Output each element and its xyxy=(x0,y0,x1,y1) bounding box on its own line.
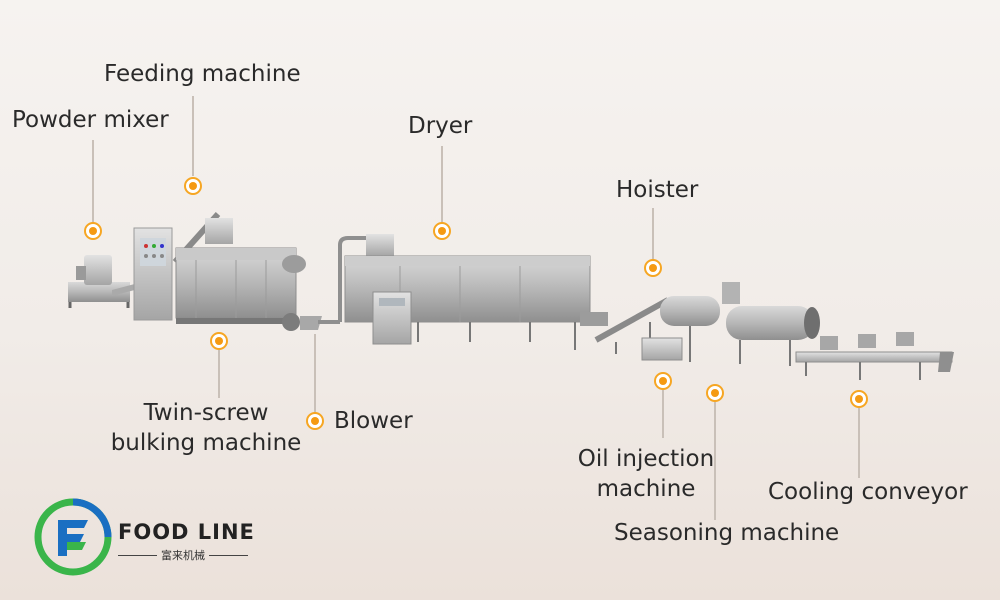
brand-chinese-name: 富来机械 xyxy=(161,549,205,562)
dryer-marker xyxy=(433,222,451,240)
dryer-leader xyxy=(441,146,443,224)
seasoning-marker xyxy=(706,384,724,402)
oil-injection-label-line2: machine xyxy=(596,476,696,502)
cooling-conveyor-marker xyxy=(850,390,868,408)
food-line-logo-icon xyxy=(34,498,112,576)
feeding-machine-marker xyxy=(184,177,202,195)
twin-screw-bulking-unit xyxy=(172,211,306,324)
powder-mixer-marker xyxy=(84,222,102,240)
hoister-marker xyxy=(644,259,662,277)
feeding-machine-label: Feeding machine xyxy=(104,61,301,87)
powder-mixer-leader xyxy=(92,140,94,226)
hoister-label: Hoister xyxy=(616,177,699,203)
blower-marker xyxy=(306,412,324,430)
oil-injection-leader xyxy=(662,390,664,438)
cooling-conveyor-leader xyxy=(858,408,860,478)
blower-machine xyxy=(282,236,366,331)
oil-injection-label-line1: Oil injection xyxy=(577,446,715,472)
cooling-conveyor-machine xyxy=(795,332,954,380)
cooling-conveyor-label: Cooling conveyor xyxy=(768,479,968,505)
blower-leader xyxy=(314,334,316,414)
seasoning-leader xyxy=(714,402,716,520)
dryer-machine xyxy=(344,234,608,350)
hoister-leader xyxy=(652,208,654,260)
dryer-label: Dryer xyxy=(408,113,473,139)
twin-screw-marker xyxy=(210,332,228,350)
powder-mixer-label: Powder mixer xyxy=(12,107,169,133)
seasoning-machine xyxy=(660,282,820,366)
blower-label: Blower xyxy=(334,408,413,434)
oil-injection-machine xyxy=(641,337,683,361)
oil-injection-marker xyxy=(654,372,672,390)
seasoning-machine-label: Seasoning machine xyxy=(614,520,840,546)
twin-screw-label-line2: bulking machine xyxy=(110,430,302,456)
feeding-machine-leader xyxy=(192,96,194,176)
twin-screw-leader xyxy=(218,350,220,398)
twin-screw-label-line1: Twin-screw xyxy=(143,400,269,426)
control-cabinet xyxy=(133,227,173,321)
brand-name: FOOD LINE xyxy=(118,520,255,544)
brand-subtitle: 富来机械 xyxy=(118,547,248,563)
